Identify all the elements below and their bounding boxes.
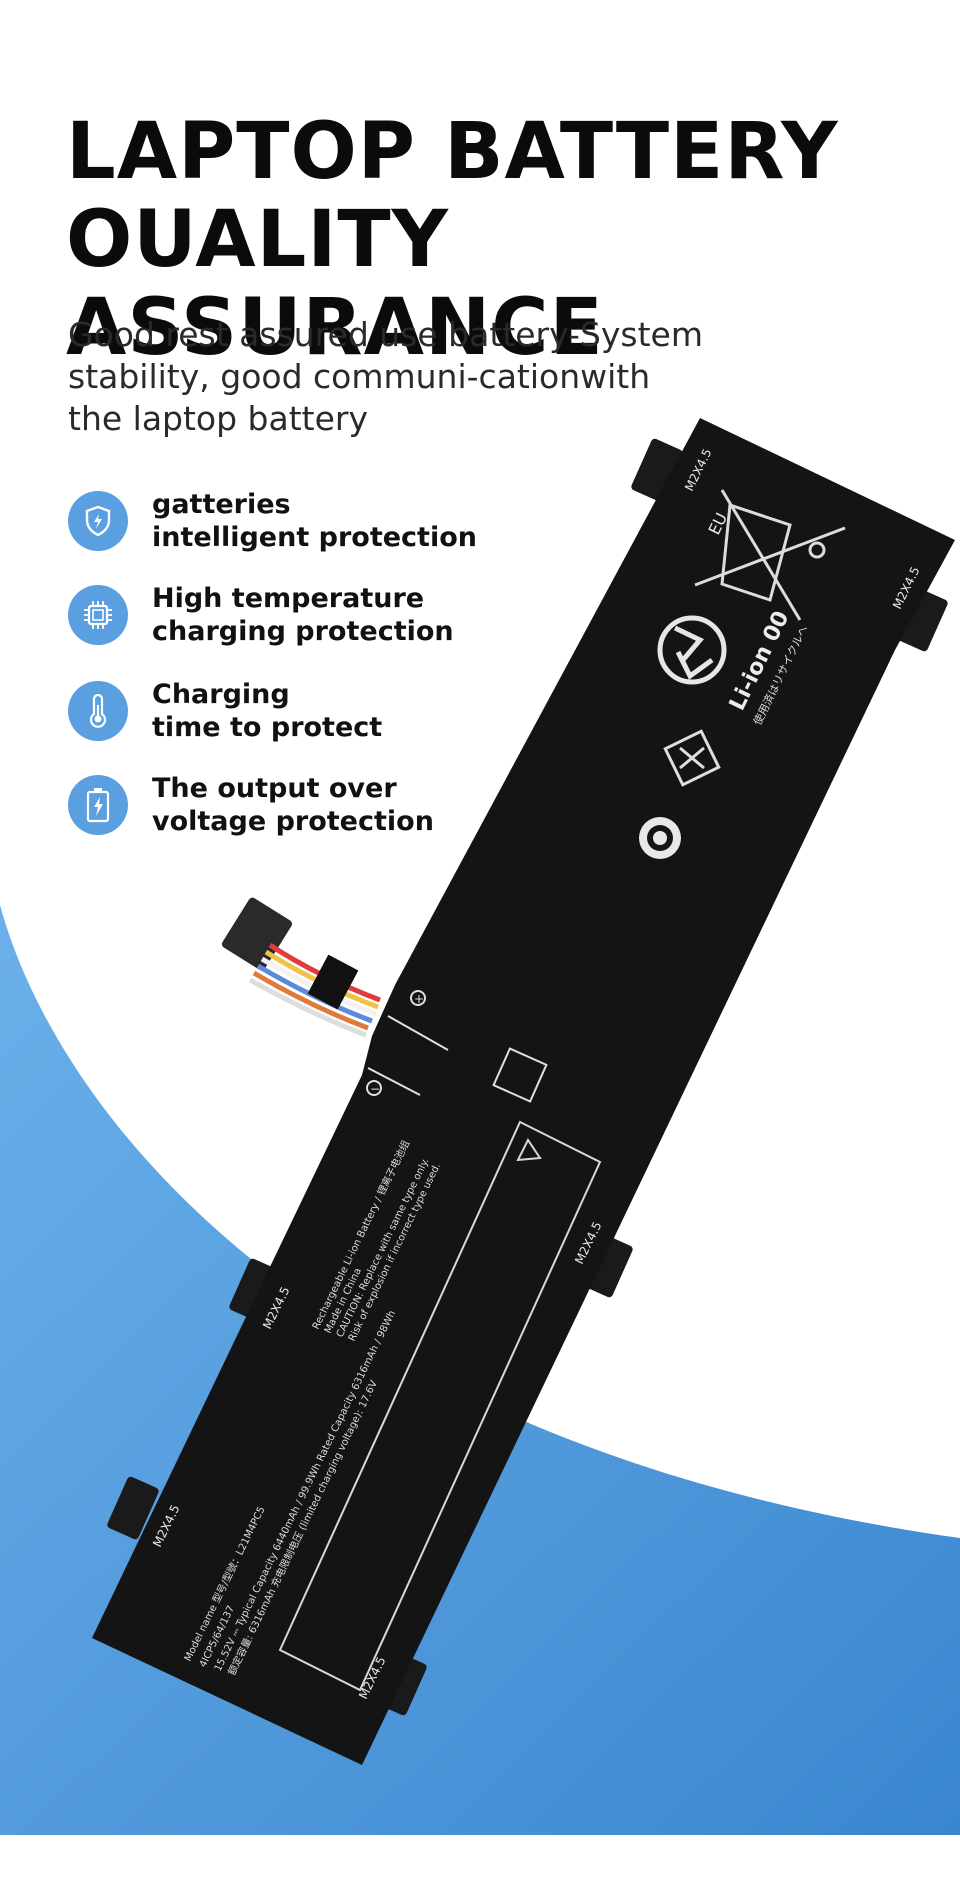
feature-4-line-2: voltage protection <box>152 806 434 837</box>
page-title: LAPTOP BATTERY OUALITY ASSURANCE <box>66 108 960 372</box>
subtitle-line-1: Good rest assured use battery-System <box>68 315 703 354</box>
feature-1-line-1: gatteries <box>152 489 291 520</box>
battery-connector-cable <box>221 897 381 1038</box>
feature-3-line-2: time to protect <box>152 712 383 743</box>
shield-bolt-icon <box>68 491 128 551</box>
feature-1-line-2: intelligent protection <box>152 522 477 553</box>
subtitle-line-3: the laptop battery <box>68 399 368 438</box>
feature-2-line-2: charging protection <box>152 616 454 647</box>
minus-terminal-label: − <box>370 1082 380 1096</box>
plus-terminal-label: + <box>414 992 424 1006</box>
feature-2-line-1: High temperature <box>152 583 425 614</box>
subtitle-line-2: stability, good communi-cationwith <box>68 357 651 396</box>
battery-body <box>92 418 955 1765</box>
rohs-circle-icon <box>639 817 681 859</box>
thermometer-icon <box>68 681 128 741</box>
crossed-bin-icon <box>694 489 846 621</box>
cert-mark-icon <box>663 729 721 787</box>
warning-box <box>278 1120 602 1692</box>
chip-icon <box>68 585 128 645</box>
feature-3-line-1: Charging <box>152 679 290 710</box>
title-line-1: LAPTOP BATTERY <box>66 107 839 197</box>
recycle-icon <box>657 615 727 685</box>
title-line-2: OUALITY ASSURANCE <box>66 195 604 373</box>
battery-charge-icon <box>68 775 128 835</box>
feature-4-line-1: The output over <box>152 773 397 804</box>
subtitle: Good rest assured use battery-System sta… <box>68 314 728 440</box>
terminal-marks <box>366 990 548 1103</box>
